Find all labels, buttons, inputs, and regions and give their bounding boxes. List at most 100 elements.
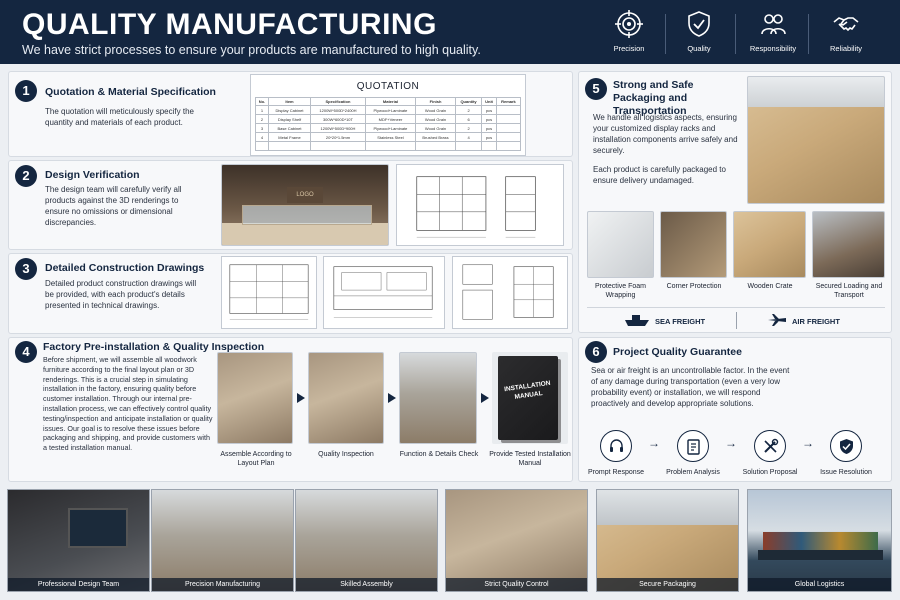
divider bbox=[587, 307, 885, 308]
table-header: Item bbox=[267, 97, 312, 106]
table-header: Unit bbox=[481, 97, 497, 106]
table-row bbox=[255, 141, 522, 151]
corner-protection-photo bbox=[660, 211, 727, 278]
strip-label: Global Logistics bbox=[748, 578, 891, 591]
sea-freight-label: SEA FREIGHT bbox=[655, 317, 706, 326]
target-icon bbox=[615, 10, 643, 38]
wooden-crate-photo bbox=[733, 211, 806, 278]
arrow-right-icon bbox=[388, 393, 396, 403]
table-cell bbox=[495, 105, 522, 115]
strip-label: Precision Manufacturing bbox=[152, 578, 293, 591]
value-reliability: Reliability bbox=[811, 10, 881, 58]
step-body: Sea or air freight is an uncontrollable … bbox=[591, 366, 790, 408]
function-check-photo bbox=[399, 352, 477, 444]
step-number: 3 bbox=[15, 258, 37, 280]
arrow-right-icon bbox=[481, 393, 489, 403]
step-body: Each product is carefully packaged to en… bbox=[593, 165, 726, 185]
step4-caption: Function & Details Check bbox=[399, 451, 479, 458]
table-cell: 300W*600D*10T bbox=[310, 114, 366, 124]
step-title: Strong and Safe Packaging and Transporta… bbox=[613, 79, 694, 117]
strip-label: Secure Packaging bbox=[597, 578, 738, 591]
table-cell: Display Shelf bbox=[267, 114, 312, 124]
foam-wrapping-photo bbox=[587, 211, 654, 278]
step4-caption: Assemble According to Layout Plan bbox=[220, 451, 292, 467]
logo-sign: LOGO bbox=[287, 187, 323, 203]
step4-caption: Provide Tested Installation Manual bbox=[489, 451, 571, 467]
prompt-response-step bbox=[600, 430, 632, 462]
page-title: QUALITY MANUFACTURING bbox=[22, 8, 437, 41]
table-cell bbox=[495, 132, 522, 142]
step5-caption: Protective Foam Wrapping bbox=[595, 283, 646, 299]
table-header: Finish bbox=[415, 97, 456, 106]
step-number: 4 bbox=[15, 341, 37, 363]
table-header: Specification bbox=[310, 97, 366, 106]
table-cell: 1200W*500D*900H bbox=[310, 123, 366, 133]
table-cell: 2 bbox=[454, 123, 483, 133]
table-cell: pcs bbox=[481, 132, 497, 142]
step4-caption: Quality Inspection bbox=[318, 451, 374, 458]
step-title: Design Verification bbox=[45, 169, 140, 181]
shield-check-icon bbox=[840, 439, 853, 454]
arrow-right-icon: → bbox=[725, 436, 737, 450]
value-quality: Quality bbox=[664, 10, 734, 58]
ship-icon bbox=[625, 315, 649, 326]
table-cell: 2 bbox=[255, 114, 269, 124]
table-header: Material bbox=[364, 97, 417, 106]
step5-caption: Corner Protection bbox=[666, 283, 722, 290]
step-number: 5 bbox=[585, 78, 607, 100]
header-banner: QUALITY MANUFACTURING We have strict pro… bbox=[0, 0, 900, 64]
arrow-right-icon: → bbox=[648, 436, 660, 450]
issue-resolution-step bbox=[830, 430, 862, 462]
table-cell: 4 bbox=[255, 132, 269, 142]
strip-logistics: Global Logistics bbox=[747, 489, 892, 592]
strip-label: Skilled Assembly bbox=[296, 578, 437, 591]
3d-rendering-image: LOGO bbox=[221, 164, 389, 246]
strip-packaging: Secure Packaging bbox=[596, 489, 739, 592]
table-cell: pcs bbox=[481, 114, 497, 124]
table-cell bbox=[495, 114, 522, 124]
table-cell: Display Cabinet bbox=[267, 105, 312, 115]
table-header: Quantity bbox=[454, 97, 483, 106]
strip-manufacturing: Precision Manufacturing bbox=[151, 489, 294, 592]
installation-manual-image: INSTALLATION MANUAL bbox=[492, 352, 568, 444]
table-cell: Plywood+Laminate bbox=[364, 123, 417, 133]
table-cell: 6 bbox=[454, 114, 483, 124]
table-cell: Wood Grain bbox=[415, 105, 456, 115]
value-responsibility: Responsibility bbox=[738, 10, 808, 58]
table-cell: Metal Frame bbox=[267, 132, 312, 142]
flow-label: Prompt Response bbox=[587, 469, 645, 476]
arrow-right-icon bbox=[297, 393, 305, 403]
value-label: Quality bbox=[687, 44, 711, 53]
table-cell: 2 bbox=[454, 105, 483, 115]
table-cell: Plywood+Laminate bbox=[364, 105, 417, 115]
table-cell: 4 bbox=[454, 132, 483, 142]
table-cell bbox=[495, 123, 522, 133]
table-cell: Wood Grain bbox=[415, 114, 456, 124]
step5-caption: Secured Loading and Transport bbox=[815, 283, 883, 299]
step-body: The design team will carefully verify al… bbox=[45, 185, 182, 227]
strip-assembly: Skilled Assembly bbox=[295, 489, 438, 592]
tools-icon bbox=[764, 438, 779, 453]
divider bbox=[808, 14, 809, 54]
table-cell: Wood Grain bbox=[415, 123, 456, 133]
step-body: The quotation will meticulously specify … bbox=[45, 107, 194, 127]
step-title: Factory Pre-installation & Quality Inspe… bbox=[43, 341, 265, 353]
divider bbox=[735, 14, 736, 54]
flow-label: Issue Resolution bbox=[820, 469, 872, 476]
value-label: Responsibility bbox=[749, 44, 797, 53]
problem-analysis-step bbox=[677, 430, 709, 462]
construction-drawing bbox=[323, 256, 445, 329]
assembly-photo bbox=[217, 352, 293, 444]
step-number: 2 bbox=[15, 165, 37, 187]
step-number: 6 bbox=[585, 341, 607, 363]
step5-caption: Wooden Crate bbox=[747, 283, 793, 290]
step-body: Detailed product construction drawings w… bbox=[45, 279, 197, 310]
construction-drawing bbox=[221, 256, 317, 329]
warehouse-crates-photo bbox=[747, 76, 885, 204]
page-subtitle: We have strict processes to ensure your … bbox=[22, 43, 481, 57]
